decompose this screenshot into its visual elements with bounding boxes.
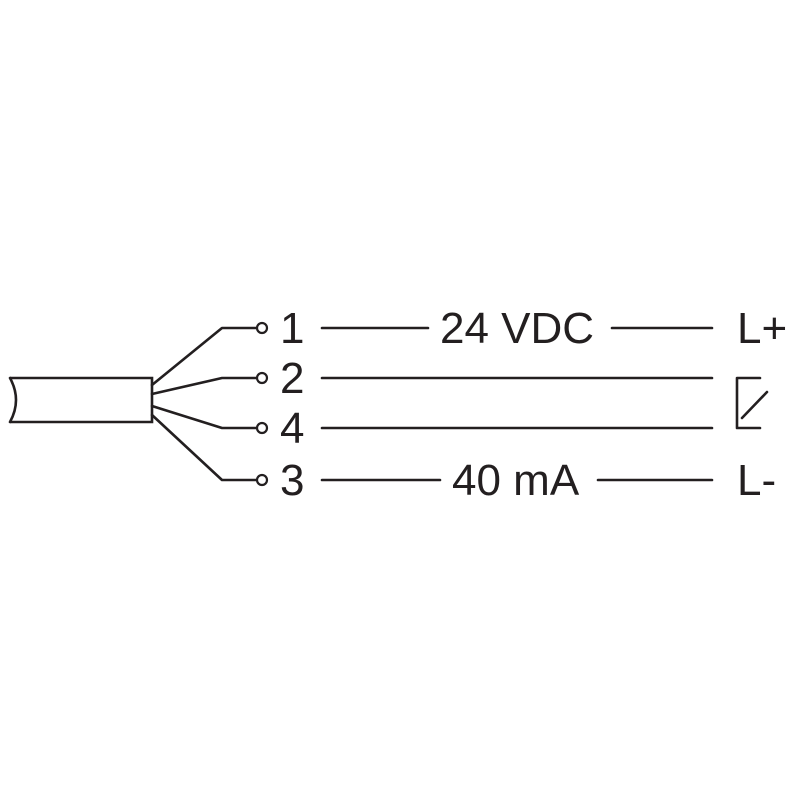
function-label-3: L- — [737, 456, 776, 505]
pin-label-2: 2 — [280, 354, 304, 403]
line-pin-3: 40 mA L- — [320, 456, 776, 505]
value-label-1: 24 VDC — [440, 304, 594, 353]
wire-pin-3 — [150, 413, 258, 482]
cable-cut-end — [8, 376, 18, 424]
terminal-pin-2 — [255, 371, 269, 385]
pin-label-3: 3 — [280, 456, 304, 505]
terminal-pin-1 — [255, 321, 269, 335]
wire-pin-4 — [150, 404, 258, 430]
terminals — [255, 321, 269, 487]
wire-fanout — [150, 326, 258, 482]
load-diagonal — [740, 390, 769, 420]
cable-jacket — [10, 376, 154, 424]
wire-pin-1 — [150, 326, 258, 387]
value-label-3: 40 mA — [452, 456, 580, 505]
switch-load-icon — [735, 376, 769, 430]
wire-pin-2 — [150, 376, 258, 396]
cable — [8, 376, 154, 424]
load-bracket — [735, 376, 762, 430]
terminal-pin-4 — [255, 421, 269, 435]
terminal-pin-3 — [255, 473, 269, 487]
pin-labels: 1 2 4 3 — [280, 304, 304, 505]
pin-label-1: 1 — [280, 304, 304, 353]
pin-label-4: 4 — [280, 404, 304, 453]
function-label-1: L+ — [737, 304, 787, 353]
line-pin-1: 24 VDC L+ — [320, 304, 787, 353]
